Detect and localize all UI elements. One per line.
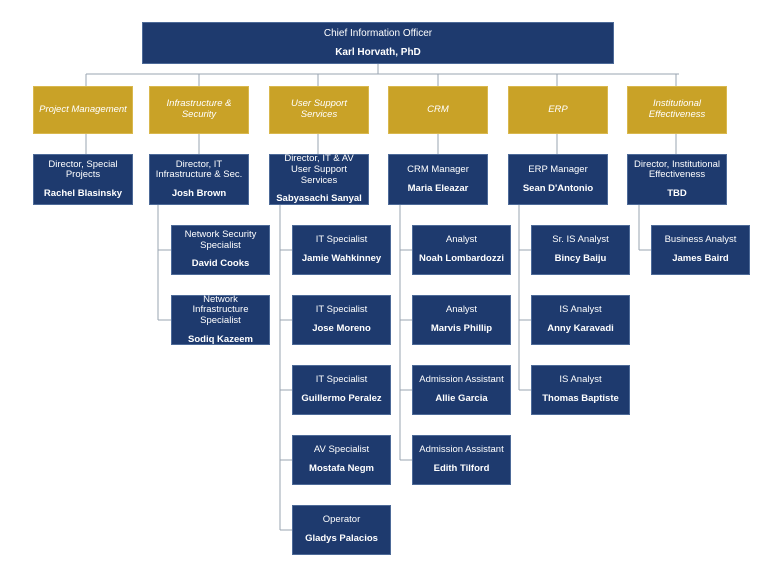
director-name: Sean D'Antonio bbox=[522, 182, 594, 194]
staff-name: Guillermo Peralez bbox=[301, 393, 382, 404]
staff-title: Network Infrastructure Specialist bbox=[192, 293, 249, 326]
staff-name: Sodiq Kazeem bbox=[188, 333, 253, 345]
director-title: CRM Manager bbox=[407, 163, 469, 175]
staff-it-specialist-3: IT Specialist Guillermo Peralez bbox=[292, 365, 391, 415]
staff-crm-analyst-2: Analyst Marvis Phillip bbox=[412, 295, 511, 345]
manager-erp: ERP Manager Sean D'Antonio bbox=[508, 154, 608, 205]
staff-title: IT Specialist bbox=[315, 374, 368, 386]
dept-label: Infrastructure & Security bbox=[166, 98, 232, 120]
staff-name: Jose Moreno bbox=[312, 323, 371, 334]
dept-label: ERP bbox=[548, 103, 568, 115]
director-title: Director, Special Projects bbox=[48, 158, 118, 181]
director-institutional-effectiveness: Director, Institutional Effectiveness TB… bbox=[627, 154, 727, 205]
staff-name: Edith Tilford bbox=[433, 463, 490, 474]
dept-label: CRM bbox=[427, 103, 449, 115]
staff-it-specialist-2: IT Specialist Jose Moreno bbox=[292, 295, 391, 345]
staff-is-analyst-2: IS Analyst Thomas Baptiste bbox=[531, 365, 630, 415]
director-name: Josh Brown bbox=[171, 187, 227, 199]
dept-erp: ERP bbox=[508, 86, 608, 134]
staff-network-infrastructure: Network Infrastructure Specialist Sodiq … bbox=[171, 293, 270, 345]
staff-av-specialist: AV Specialist Mostafa Negm bbox=[292, 435, 391, 485]
dept-crm: CRM bbox=[388, 86, 488, 134]
dept-label: Project Management bbox=[39, 103, 127, 115]
staff-name: David Cooks bbox=[191, 258, 250, 270]
staff-name: Noah Lombardozzi bbox=[419, 253, 504, 264]
dept-institutional-effectiveness: Institutional Effectiveness bbox=[627, 86, 727, 134]
staff-it-specialist-1: IT Specialist Jamie Wahkinney bbox=[292, 225, 391, 275]
staff-name: Thomas Baptiste bbox=[542, 393, 619, 404]
cio-title: Chief Information Officer bbox=[323, 27, 433, 39]
staff-title: Analyst bbox=[445, 234, 478, 246]
staff-is-analyst-1: IS Analyst Anny Karavadi bbox=[531, 295, 630, 345]
director-title: Director, IT Infrastructure & Sec. bbox=[155, 158, 243, 181]
staff-sr-is-analyst: Sr. IS Analyst Bincy Baiju bbox=[531, 225, 630, 275]
staff-network-security: Network Security Specialist David Cooks bbox=[171, 225, 270, 275]
director-name: Sabyasachi Sanyal bbox=[276, 193, 362, 205]
director-title: ERP Manager bbox=[528, 163, 588, 175]
staff-crm-analyst-1: Analyst Noah Lombardozzi bbox=[412, 225, 511, 275]
director-user-support: Director, IT & AV User Support Services … bbox=[269, 153, 369, 205]
dept-user-support-services: User Support Services bbox=[269, 86, 369, 134]
cio-name: Karl Horvath, PhD bbox=[335, 47, 421, 58]
director-title: Director, IT & AV User Support Services bbox=[284, 153, 354, 186]
staff-name: James Baird bbox=[672, 253, 729, 264]
staff-business-analyst: Business Analyst James Baird bbox=[651, 225, 750, 275]
staff-name: Mostafa Negm bbox=[309, 463, 374, 474]
dept-label: User Support Services bbox=[291, 98, 347, 120]
staff-title: Business Analyst bbox=[664, 234, 737, 246]
staff-name: Jamie Wahkinney bbox=[301, 253, 382, 264]
staff-title: AV Specialist bbox=[313, 444, 370, 456]
manager-crm: CRM Manager Maria Eleazar bbox=[388, 154, 488, 205]
staff-title: IS Analyst bbox=[559, 304, 602, 316]
director-name: TBD bbox=[667, 187, 687, 199]
staff-title: IT Specialist bbox=[315, 304, 368, 316]
staff-title: Analyst bbox=[445, 304, 478, 316]
staff-name: Allie Garcia bbox=[435, 393, 488, 404]
director-special-projects: Director, Special Projects Rachel Blasin… bbox=[33, 154, 133, 205]
staff-operator: Operator Gladys Palacios bbox=[292, 505, 391, 555]
director-name: Rachel Blasinsky bbox=[43, 187, 123, 199]
staff-admission-assistant-1: Admission Assistant Allie Garcia bbox=[412, 365, 511, 415]
staff-name: Marvis Phillip bbox=[430, 323, 493, 334]
director-name: Maria Eleazar bbox=[407, 182, 469, 194]
staff-title: IT Specialist bbox=[315, 234, 368, 246]
staff-title: Network Security Specialist bbox=[184, 229, 257, 251]
staff-title: IS Analyst bbox=[559, 374, 602, 386]
director-infrastructure: Director, IT Infrastructure & Sec. Josh … bbox=[149, 154, 249, 205]
dept-label: Institutional Effectiveness bbox=[648, 98, 706, 120]
staff-title: Admission Assistant bbox=[419, 444, 504, 456]
staff-title: Sr. IS Analyst bbox=[552, 234, 609, 246]
staff-admission-assistant-2: Admission Assistant Edith Tilford bbox=[412, 435, 511, 485]
dept-infrastructure-security: Infrastructure & Security bbox=[149, 86, 249, 134]
cio-box: Chief Information Officer Karl Horvath, … bbox=[142, 22, 614, 64]
staff-name: Bincy Baiju bbox=[554, 253, 607, 264]
staff-title: Operator bbox=[322, 514, 361, 526]
director-title: Director, Institutional Effectiveness bbox=[633, 158, 721, 181]
staff-name: Gladys Palacios bbox=[305, 533, 378, 544]
staff-name: Anny Karavadi bbox=[547, 323, 614, 334]
staff-title: Admission Assistant bbox=[419, 374, 504, 386]
dept-project-management: Project Management bbox=[33, 86, 133, 134]
